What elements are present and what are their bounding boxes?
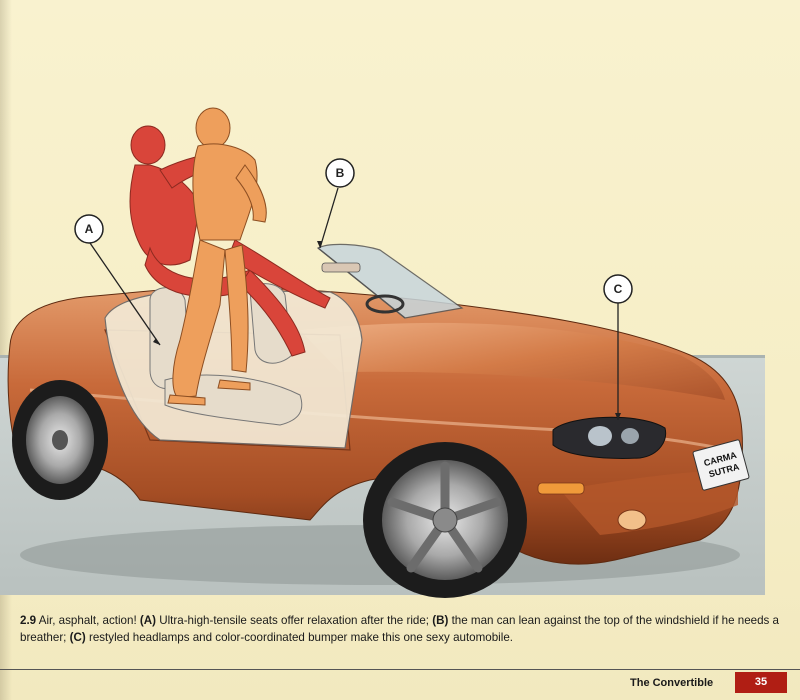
caption-text-c: restyled headlamps and color-coordinated… (85, 631, 514, 644)
caption-text-b: the man can lean against the top of the … (20, 614, 780, 644)
car: CARMA SUTRA (7, 243, 750, 598)
front-wheel (363, 442, 527, 598)
couple-illustration (129, 107, 331, 406)
callout-a: A (74, 214, 161, 346)
headlamp (552, 416, 667, 459)
callout-b-label: B (336, 166, 345, 180)
callout-a-label: A (85, 222, 94, 236)
caption-marker-b: (B) (432, 614, 449, 627)
figure-caption: 2.9 Air, asphalt, action! (A) Ultra-high… (20, 612, 780, 646)
footer-rule (0, 669, 800, 670)
caption-marker-c: (C) (69, 631, 86, 644)
footer-title: The Convertible (630, 677, 714, 689)
man-figure (167, 107, 267, 406)
woman-figure (129, 125, 331, 357)
page-number: 35 (735, 672, 787, 693)
callout-c: C (603, 274, 633, 420)
license-plate: CARMA SUTRA (692, 439, 750, 491)
figure-illustration: CARMA SUTRA (0, 107, 765, 598)
caption-number: 2.9 (20, 614, 37, 627)
callout-b: B (317, 158, 355, 249)
rear-wheel (12, 380, 108, 500)
callout-c-label: C (614, 282, 623, 296)
caption-lead: Air, asphalt, action! (36, 614, 140, 627)
caption-text-a: Ultra-high-tensile seats offer relaxatio… (156, 614, 433, 627)
caption-marker-a: (A) (139, 614, 156, 627)
